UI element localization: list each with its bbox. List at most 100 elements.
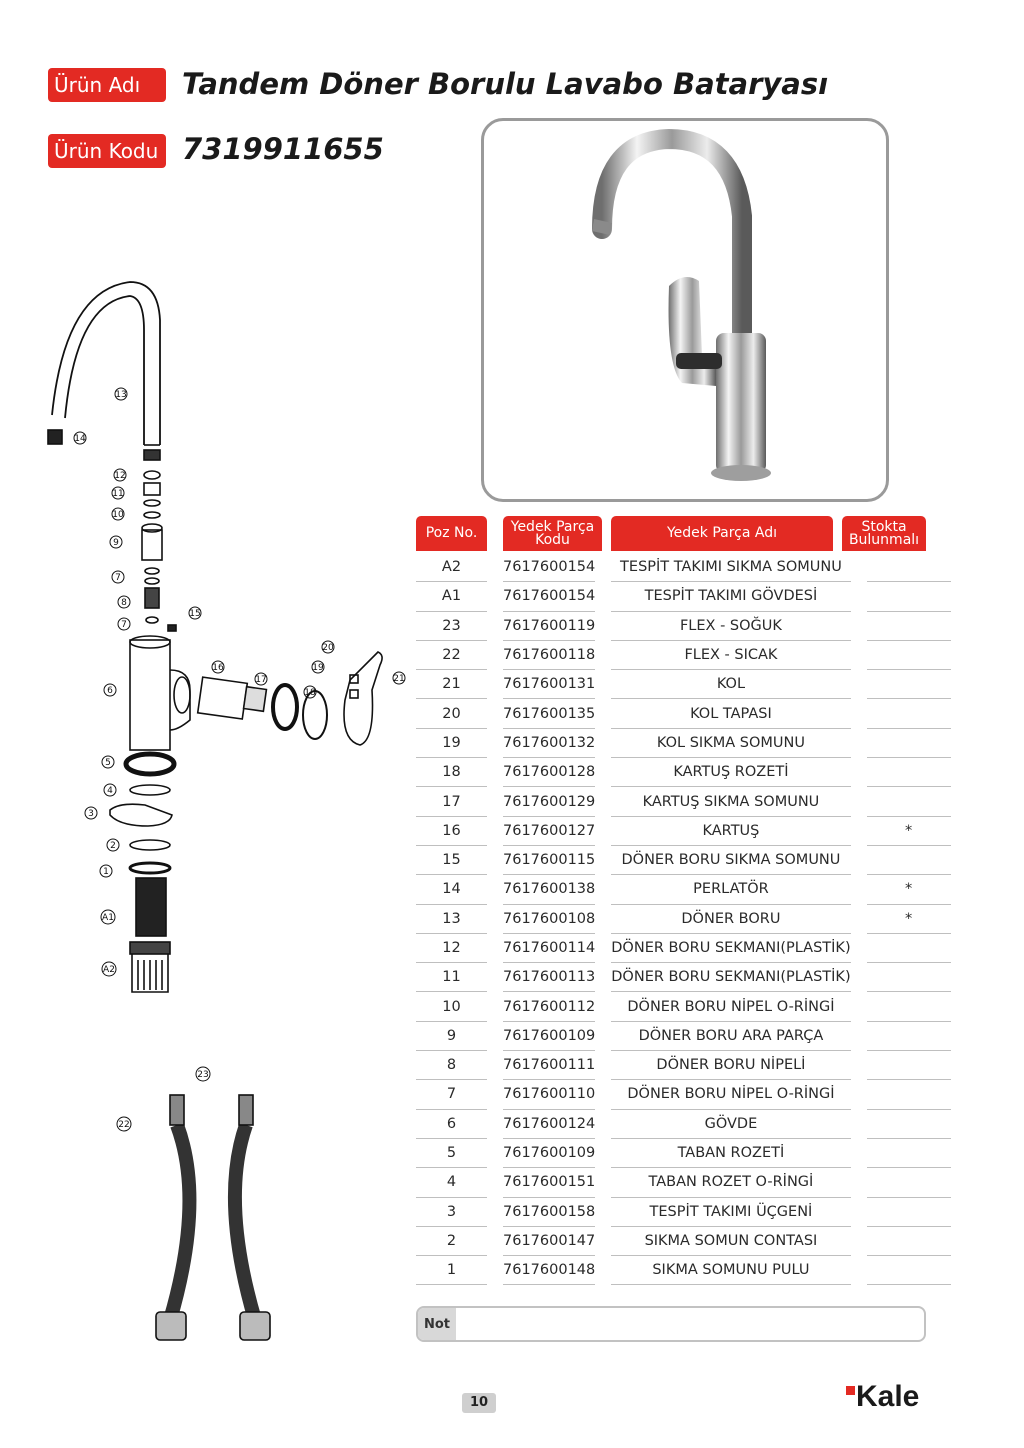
kod-cell: 7617600148 [503,1256,596,1286]
gap-cell [851,729,867,758]
gap-cell [487,1051,503,1080]
exploded-diagram: 13 14 12 11 10 9 7 8 15 7 6 16 17 18 19 … [47,281,406,1341]
kod-cell: 7617600118 [503,641,596,671]
gap-cell [487,1022,503,1051]
kod-cell: 7617600113 [503,963,596,993]
gap-cell [595,817,611,846]
stok-cell [866,992,951,1022]
name-cell: FLEX - SOĞUK [611,612,851,641]
poz-cell: 19 [416,729,487,759]
gap-cell [595,1139,611,1168]
kod-cell: 7617600112 [503,992,596,1022]
callout-6: 6 [107,686,113,696]
brand-logo: Kale [846,1380,919,1414]
poz-cell: 2 [416,1227,487,1257]
kod-cell: 7617600154 [503,553,596,583]
stok-cell [866,1168,951,1198]
stok-cell [866,1256,951,1286]
gap-cell [487,934,503,963]
name-cell: DÖNER BORU NİPELİ [611,1051,851,1081]
gap-cell [595,729,611,758]
kod-cell: 7617600138 [503,875,596,905]
gap-cell [851,1080,867,1109]
kod-cell: 7617600129 [503,787,596,817]
poz-cell: 16 [416,817,487,846]
name-cell: TABAN ROZETİ [611,1139,851,1169]
product-photo-frame [481,118,889,502]
poz-cell: 10 [416,992,487,1022]
callout-19: 19 [312,663,324,673]
gap-cell [487,699,503,728]
callout-5: 5 [105,758,111,768]
name-cell: KOL [611,670,851,700]
name-cell: DÖNER BORU SEKMANI(PLASTİK) [611,934,851,964]
name-cell: TABAN ROZET O-RİNGİ [611,1168,851,1198]
gap-cell [851,1198,867,1227]
callout-18: 18 [304,688,316,698]
gap-cell [851,641,867,670]
name-cell: PERLATÖR [611,875,851,905]
kod-cell: 7617600135 [503,699,596,729]
poz-cell: 13 [416,905,487,934]
gap-cell [487,787,503,816]
poz-cell: 7 [416,1080,487,1110]
callout-16: 16 [212,663,224,673]
gap-cell [595,934,611,963]
gap-cell [851,612,867,641]
gap-cell [851,817,867,846]
gap-cell [595,963,611,992]
kod-cell: 7617600158 [503,1198,596,1227]
gap-cell [487,1198,503,1227]
gap-cell [851,1256,867,1285]
name-cell: DÖNER BORU ARA PARÇA [611,1022,851,1052]
stok-cell: * [866,817,951,846]
poz-cell: 14 [416,875,487,905]
stok-cell [866,1198,951,1227]
gap-cell [851,670,867,699]
poz-cell: 8 [416,1051,487,1081]
kod-cell: 7617600151 [503,1168,596,1198]
faucet-photo [592,128,771,481]
name-cell: KARTUŞ ROZETİ [611,758,851,788]
gap-cell [851,582,867,611]
gap-cell [595,905,611,934]
gap-cell [487,875,503,904]
stok-cell [866,699,951,729]
stok-cell [866,670,951,700]
kod-cell: 7617600119 [503,612,596,641]
name-cell: TESPİT TAKIMI SIKMA SOMUNU [611,553,851,583]
gap-cell [851,1227,867,1256]
name-cell: KOL TAPASI [611,699,851,729]
gap-cell [487,963,503,992]
gap-cell [595,1256,611,1285]
callout-13: 13 [115,390,126,400]
gap-cell [851,1022,867,1051]
callout-9: 9 [113,538,119,548]
gap-cell [595,1051,611,1080]
gap-cell [595,670,611,699]
name-cell: KARTUŞ SIKMA SOMUNU [611,787,851,817]
gap-cell [595,875,611,904]
name-cell: SIKMA SOMUNU PULU [611,1256,851,1286]
gap-cell [487,1139,503,1168]
poz-cell: 21 [416,670,487,700]
name-cell: TESPİT TAKIMI GÖVDESİ [611,582,851,612]
name-cell: DÖNER BORU SIKMA SOMUNU [611,846,851,876]
kod-cell: 7617600147 [503,1227,596,1257]
gap-cell [595,612,611,641]
callout-10: 10 [112,510,124,520]
gap-cell [595,1022,611,1051]
name-cell: DÖNER BORU SEKMANI(PLASTİK) [611,963,851,993]
gap-cell [851,905,867,934]
name-cell: TESPİT TAKIMI ÜÇGENİ [611,1198,851,1227]
product-code-label: Ürün Kodu [48,134,166,168]
gap-cell [595,553,611,582]
callout-8: 8 [121,598,127,608]
